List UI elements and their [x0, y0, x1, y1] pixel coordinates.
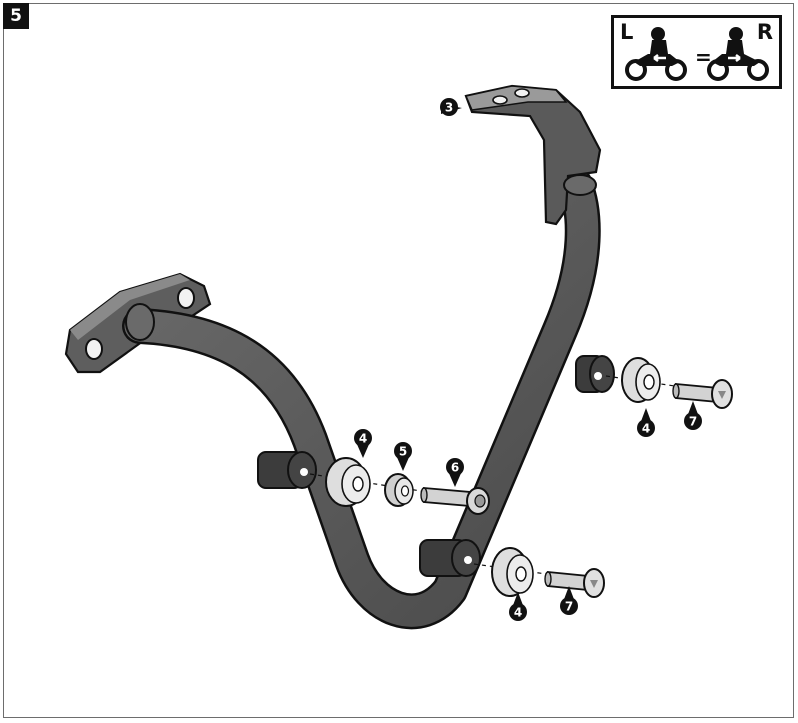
top-bracket — [464, 84, 602, 226]
right-label: R — [756, 20, 773, 44]
side-symmetry-icon: L R = — [611, 15, 782, 89]
svg-text:4: 4 — [514, 606, 522, 620]
equals-sign: = — [695, 45, 712, 69]
tube-boss-left — [257, 451, 317, 489]
motorcycles-icon: = — [625, 27, 769, 81]
svg-text:4: 4 — [359, 432, 367, 446]
step-number-badge: 5 — [3, 3, 29, 29]
svg-text:4: 4 — [642, 422, 650, 436]
crash-bar-tube — [122, 167, 601, 630]
svg-text:7: 7 — [565, 600, 573, 614]
svg-text:7: 7 — [689, 415, 697, 429]
svg-text:3: 3 — [445, 101, 453, 115]
tube-boss-bottom — [419, 539, 481, 577]
diagram-frame — [3, 3, 794, 718]
bolt-7-bottom — [544, 568, 605, 598]
callout-7-bottom: 7 — [560, 586, 578, 615]
washer-4-left — [325, 457, 371, 507]
svg-text:5: 5 — [399, 445, 407, 459]
left-label: L — [620, 20, 634, 44]
callout-7-right: 7 — [684, 401, 702, 430]
washer-4-right — [621, 357, 661, 403]
callout-5: 5 — [394, 442, 412, 471]
motorcycle-rider-icon — [625, 27, 687, 81]
washer-4-bottom — [491, 547, 534, 597]
callout-4-bottom: 4 — [509, 592, 527, 621]
motorcycle-rider-icon — [707, 27, 769, 81]
tube-boss-right — [575, 355, 615, 393]
callout-6: 6 — [446, 458, 464, 487]
callout-4-left: 4 — [354, 429, 372, 458]
callout-4-right: 4 — [637, 408, 655, 437]
svg-text:6: 6 — [451, 461, 459, 475]
washer-5 — [384, 473, 414, 507]
bolt-6 — [420, 487, 490, 515]
bolt-7-right — [672, 379, 733, 409]
callout-3: 3 — [440, 98, 462, 116]
